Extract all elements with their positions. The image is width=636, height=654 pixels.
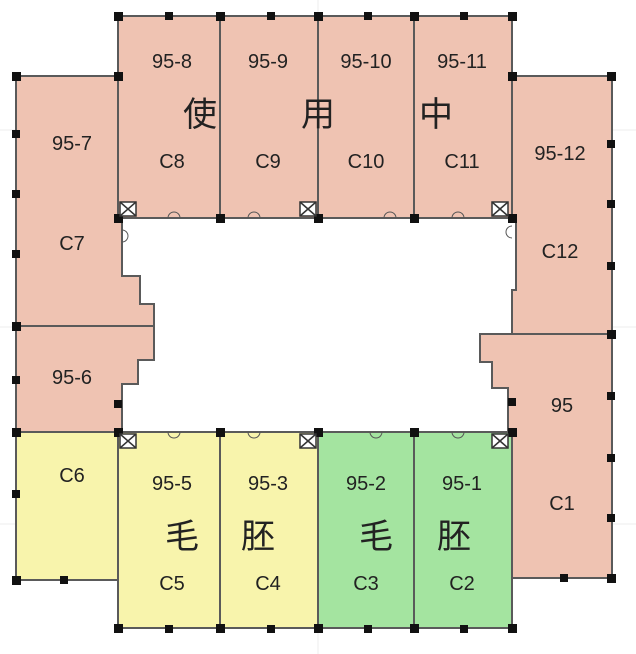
status-char-blank: 毛 — [359, 518, 393, 556]
unit-id-label: 95-9 — [248, 51, 288, 73]
status-char-blank: 胚 — [437, 518, 471, 556]
unit-id-label: 95-7 — [52, 133, 92, 155]
shaft-icon — [119, 201, 137, 217]
status-char-in-use: 使 — [183, 96, 217, 134]
shaft-icon — [119, 433, 137, 449]
unit-95-12[interactable] — [511, 75, 613, 335]
unit-code-label: C7 — [59, 233, 85, 255]
unit-code-label: C5 — [159, 573, 185, 595]
unit-code-label: C11 — [444, 151, 479, 173]
unit-labels: 95-8 C8 95-9 C9 95-10 C10 95-11 C11 95-7… — [52, 51, 586, 595]
unit-95-10[interactable] — [317, 15, 415, 219]
unit-id-label: 95-10 — [340, 51, 391, 73]
door-icon — [505, 225, 513, 239]
units-blank-yellow — [15, 431, 319, 629]
unit-c6[interactable] — [15, 431, 119, 581]
unit-code-label: C6 — [59, 465, 85, 487]
unit-95-1[interactable] — [413, 431, 513, 629]
unit-code-label: C4 — [255, 573, 281, 595]
unit-id-label: 95 — [551, 395, 573, 417]
unit-code-label: C9 — [255, 151, 281, 173]
units-blank-green — [317, 431, 513, 629]
door-icon — [167, 431, 181, 439]
unit-95-5[interactable] — [117, 431, 221, 629]
unit-95-2[interactable] — [317, 431, 415, 629]
unit-code-label: C3 — [353, 573, 379, 595]
shaft-icon — [299, 201, 317, 217]
door-icon — [247, 431, 261, 439]
unit-id-label: 95-6 — [52, 367, 92, 389]
door-icon — [383, 211, 397, 219]
door-icon — [121, 229, 129, 243]
unit-code-label: C12 — [542, 241, 579, 263]
door-icon — [369, 431, 383, 439]
unit-code-label: C1 — [549, 493, 575, 515]
unit-id-label: 95-1 — [442, 473, 482, 495]
unit-95-3[interactable] — [219, 431, 319, 629]
door-icon — [247, 211, 261, 219]
status-char-blank: 毛 — [165, 518, 199, 556]
unit-95-8[interactable] — [117, 15, 221, 219]
status-char-in-use: 用 — [301, 96, 335, 134]
shaft-markers — [119, 201, 509, 449]
unit-code-label: C2 — [449, 573, 475, 595]
wall-columns — [12, 12, 616, 633]
courtyard — [121, 217, 517, 433]
unit-id-label: 95-11 — [437, 51, 487, 73]
unit-id-label: 95-12 — [534, 143, 585, 165]
unit-id-label: 95-2 — [346, 473, 386, 495]
shaft-icon — [299, 433, 317, 449]
status-char-blank: 胚 — [241, 518, 275, 556]
status-char-in-use: 中 — [419, 96, 453, 134]
unit-code-label: C8 — [159, 151, 185, 173]
unit-id-label: 95-3 — [248, 473, 288, 495]
status-labels: 使 用 中 毛 胚 毛 胚 — [165, 96, 471, 556]
door-arcs — [121, 211, 513, 439]
unit-id-label: 95-5 — [152, 473, 192, 495]
door-icon — [451, 211, 465, 219]
shaft-icon — [491, 433, 509, 449]
unit-95-11[interactable] — [413, 15, 513, 219]
unit-code-label: C10 — [348, 151, 385, 173]
door-icon — [451, 431, 465, 439]
unit-id-label: 95-8 — [152, 51, 192, 73]
shaft-icon — [491, 201, 509, 217]
door-icon — [167, 211, 181, 219]
